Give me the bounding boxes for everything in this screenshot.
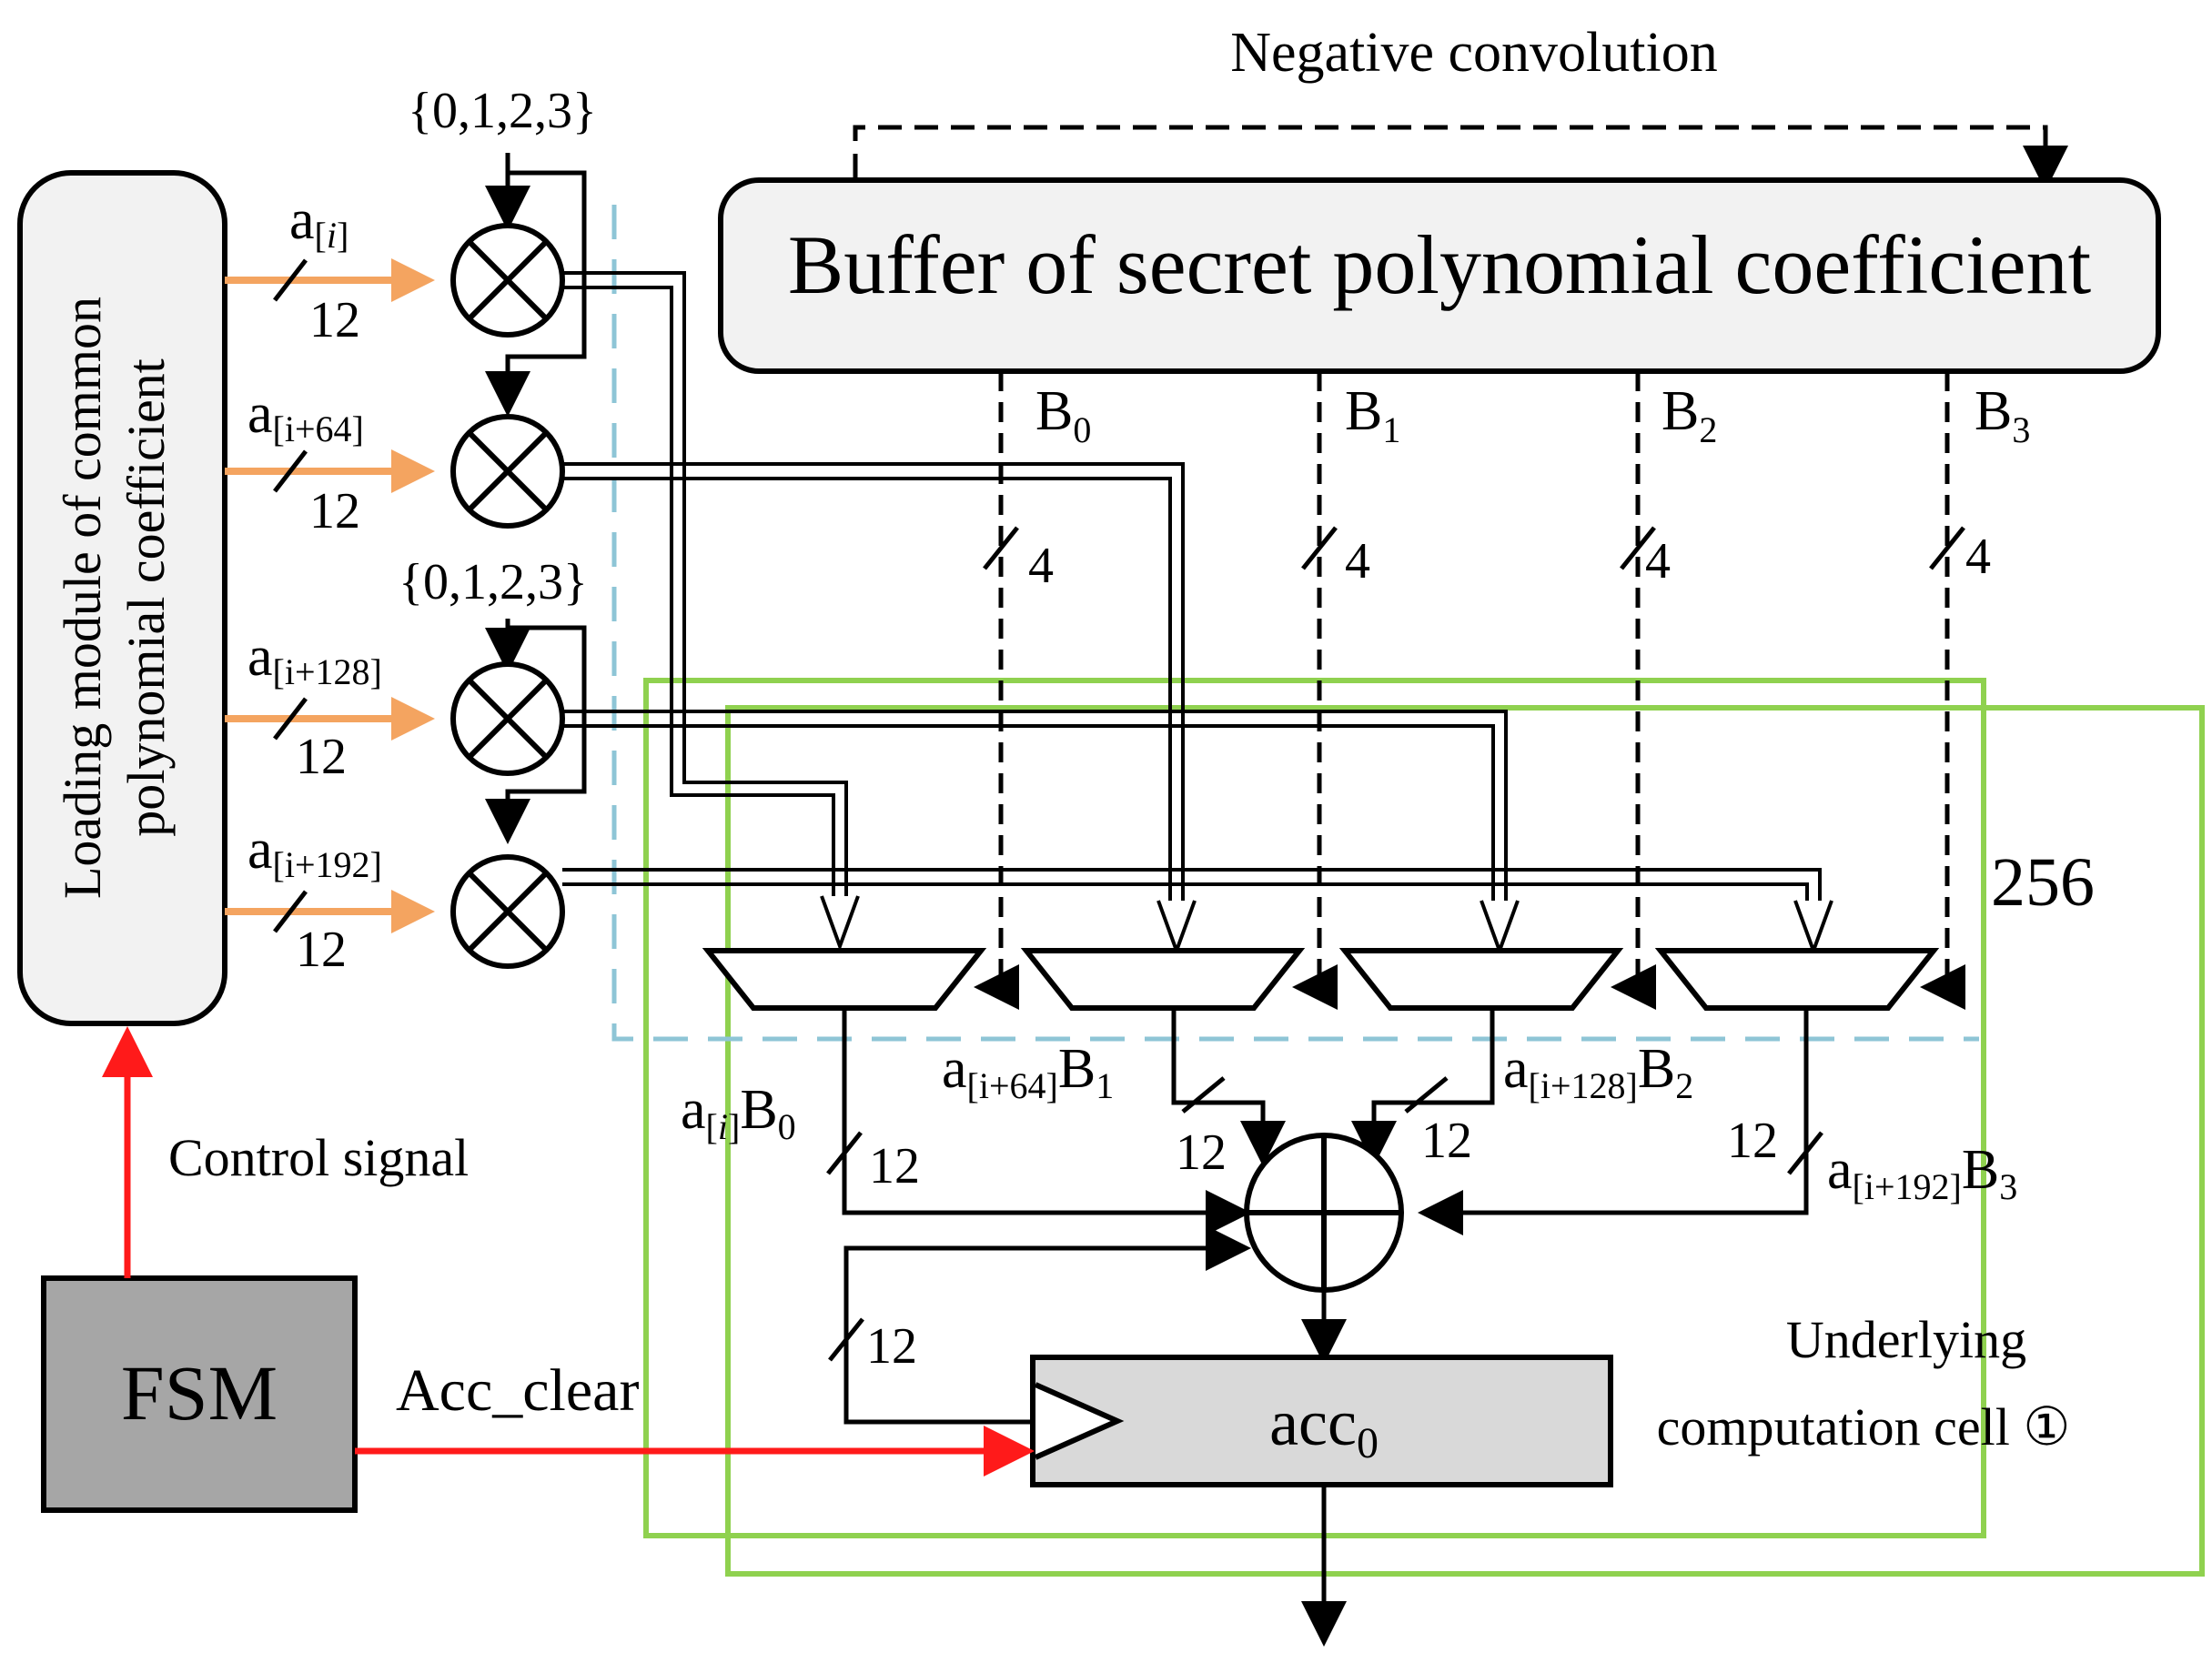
pp-width-2: 12 xyxy=(1421,1113,1472,1169)
accumulator-register xyxy=(1030,1355,1613,1487)
input-label-a-i: a[i] xyxy=(289,189,348,256)
multiplier-output-buses xyxy=(562,271,1833,956)
b-label-0: B0 xyxy=(1035,380,1091,450)
b-bus-slashes xyxy=(983,526,1965,570)
clock-triangle xyxy=(1034,1382,1125,1460)
fsm-label: FSM xyxy=(121,1349,278,1436)
count-256: 256 xyxy=(1991,844,2095,921)
mux-units xyxy=(702,948,1940,1011)
loading-module-title-line1: Loading module of common xyxy=(53,297,112,899)
negative-convolution-loop xyxy=(853,125,2068,191)
b-label-1: B1 xyxy=(1345,380,1400,450)
computation-cell-front-frame xyxy=(643,678,1986,1538)
multiplier-1 xyxy=(450,414,565,529)
shared-region-boundary xyxy=(611,205,1979,1042)
multiplier-2 xyxy=(450,661,565,776)
secret-buffer-box xyxy=(718,177,2161,374)
b-label-3: B3 xyxy=(1975,380,2030,450)
control-signal-lines xyxy=(102,1026,1035,1477)
shift-set-top: {0,1,2,3} xyxy=(408,83,597,139)
acc-feedback-width: 12 xyxy=(866,1318,917,1375)
adder xyxy=(1244,1133,1404,1293)
multiplier-3 xyxy=(450,854,565,969)
computation-cell-back-frame xyxy=(725,705,2205,1577)
accumulator-label: acc0 xyxy=(1269,1386,1379,1467)
coefficient-input-arrows xyxy=(225,258,435,933)
multiplier-0 xyxy=(450,223,565,338)
mux-0 xyxy=(702,948,987,1011)
b-width-1: 4 xyxy=(1345,533,1370,590)
negative-convolution-label: Negative convolution xyxy=(1230,22,1717,84)
cell-label-line2: computation cell ① xyxy=(1657,1397,2071,1456)
secret-buffer-title: Buffer of secret polynomial coefficient xyxy=(788,218,2092,311)
input-label-a-i64: a[i+64] xyxy=(247,383,364,449)
product-label-0: a[i]B0 xyxy=(681,1079,796,1147)
b-label-2: B2 xyxy=(1662,380,1717,450)
pp-width-0: 12 xyxy=(869,1138,920,1194)
b-width-0: 4 xyxy=(1028,538,1054,594)
mux-2 xyxy=(1338,948,1624,1011)
b-width-3: 4 xyxy=(1965,529,1991,585)
input-bus-slashes xyxy=(273,258,308,933)
b-width-2: 4 xyxy=(1645,533,1671,590)
input-width-3: 12 xyxy=(296,729,347,785)
input-width-2: 12 xyxy=(309,483,360,539)
product-label-2: a[i+128]B2 xyxy=(1503,1038,1693,1106)
shift-set-mid: {0,1,2,3} xyxy=(399,554,588,610)
mux-1 xyxy=(1020,948,1306,1011)
acc-clear-label: Acc_clear xyxy=(396,1357,639,1424)
product-label-3: a[i+192]B3 xyxy=(1827,1139,2017,1207)
loading-module-box xyxy=(17,170,227,1026)
shift-lines xyxy=(485,153,587,844)
product-label-1: a[i+64]B1 xyxy=(942,1038,1114,1106)
acc-feedback-path xyxy=(843,1248,1033,1425)
secret-coefficient-lines xyxy=(974,371,1965,1010)
input-label-a-i192: a[i+192] xyxy=(247,819,382,885)
cell-label-line1: Underlying xyxy=(1786,1310,2026,1369)
loading-module-title-line2: polynomial coefficient xyxy=(116,358,176,837)
input-width-4: 12 xyxy=(296,922,347,978)
control-signal-label: Control signal xyxy=(168,1128,469,1187)
input-width-1: 12 xyxy=(309,292,360,348)
fsm-box xyxy=(41,1275,358,1513)
pp-width-3: 12 xyxy=(1727,1113,1778,1169)
pp-width-1: 12 xyxy=(1176,1124,1227,1181)
mux-3 xyxy=(1654,948,1940,1011)
input-label-a-i128: a[i+128] xyxy=(247,626,382,692)
